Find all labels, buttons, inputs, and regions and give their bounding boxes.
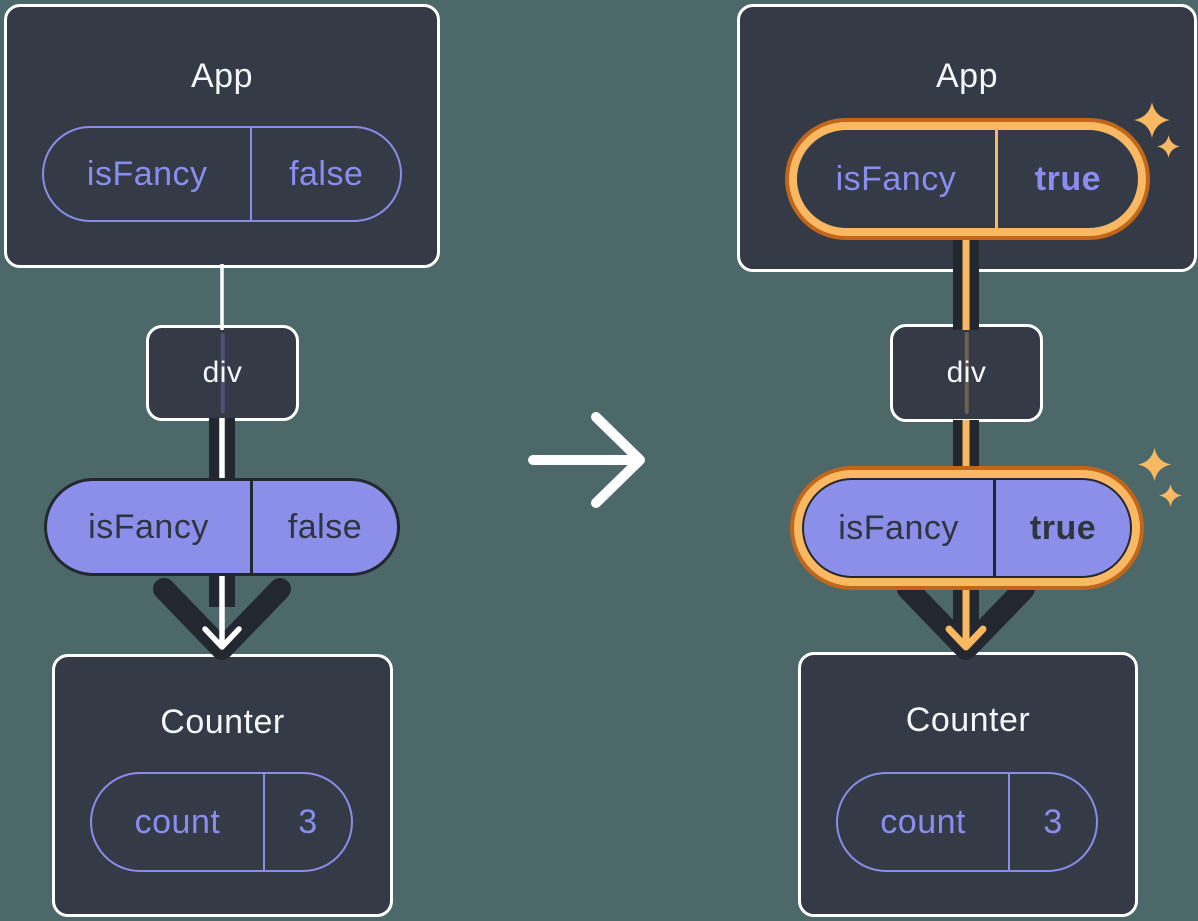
after-app-prop-pill: isFancy true xyxy=(797,130,1138,228)
after-passed-prop-name: isFancy xyxy=(838,508,959,547)
after-passed-prop-value: true xyxy=(993,480,1130,576)
sparkle-icon xyxy=(1159,484,1182,507)
before-counter-state-value: 3 xyxy=(262,774,351,870)
before-app-title: App xyxy=(191,57,253,95)
after-div-pass-through-line xyxy=(964,332,969,414)
before-div-card: div xyxy=(146,325,299,421)
before-passed-prop-name: isFancy xyxy=(88,507,209,546)
before-counter-state-pill: count 3 xyxy=(90,772,353,872)
before-tree-edges xyxy=(153,264,291,660)
after-div-card: div xyxy=(890,324,1043,422)
after-div-label: div xyxy=(946,356,987,389)
before-counter-title: Counter xyxy=(160,703,285,741)
sparkle-icon xyxy=(1157,135,1180,158)
before-div-pass-through-line xyxy=(220,333,225,413)
after-prop-arrowhead-outer xyxy=(897,578,1035,660)
before-counter-state-name: count xyxy=(134,802,221,841)
after-prop-arrowhead-inner xyxy=(945,625,987,651)
after-counter-state-value: 3 xyxy=(1008,774,1096,870)
after-counter-state-pill: count 3 xyxy=(836,772,1098,872)
before-passed-prop-pill: isFancy false xyxy=(44,478,400,576)
before-prop-arrowhead-outer xyxy=(153,578,291,660)
after-app-prop-value: true xyxy=(994,130,1138,228)
after-passed-prop-pill: isFancy true xyxy=(802,478,1132,578)
before-prop-arrowhead-inner xyxy=(202,626,242,650)
after-app-title: App xyxy=(936,57,998,95)
after-app-prop-name: isFancy xyxy=(835,159,957,198)
sparkle-icon xyxy=(1134,102,1170,138)
before-div-label: div xyxy=(202,356,243,389)
after-app-prop-highlight-ring: isFancy true xyxy=(785,118,1150,240)
before-app-prop-pill: isFancy false xyxy=(42,126,402,222)
sparkle-icon xyxy=(1137,447,1172,482)
arrow-right-icon xyxy=(528,412,645,508)
after-passed-prop-highlight-ring: isFancy true xyxy=(790,466,1144,590)
after-counter-title: Counter xyxy=(905,701,1031,739)
before-app-prop-name: isFancy xyxy=(86,154,208,193)
before-app-prop-value: false xyxy=(250,128,400,220)
after-counter-state-name: count xyxy=(880,802,966,841)
before-passed-prop-value: false xyxy=(250,481,397,573)
